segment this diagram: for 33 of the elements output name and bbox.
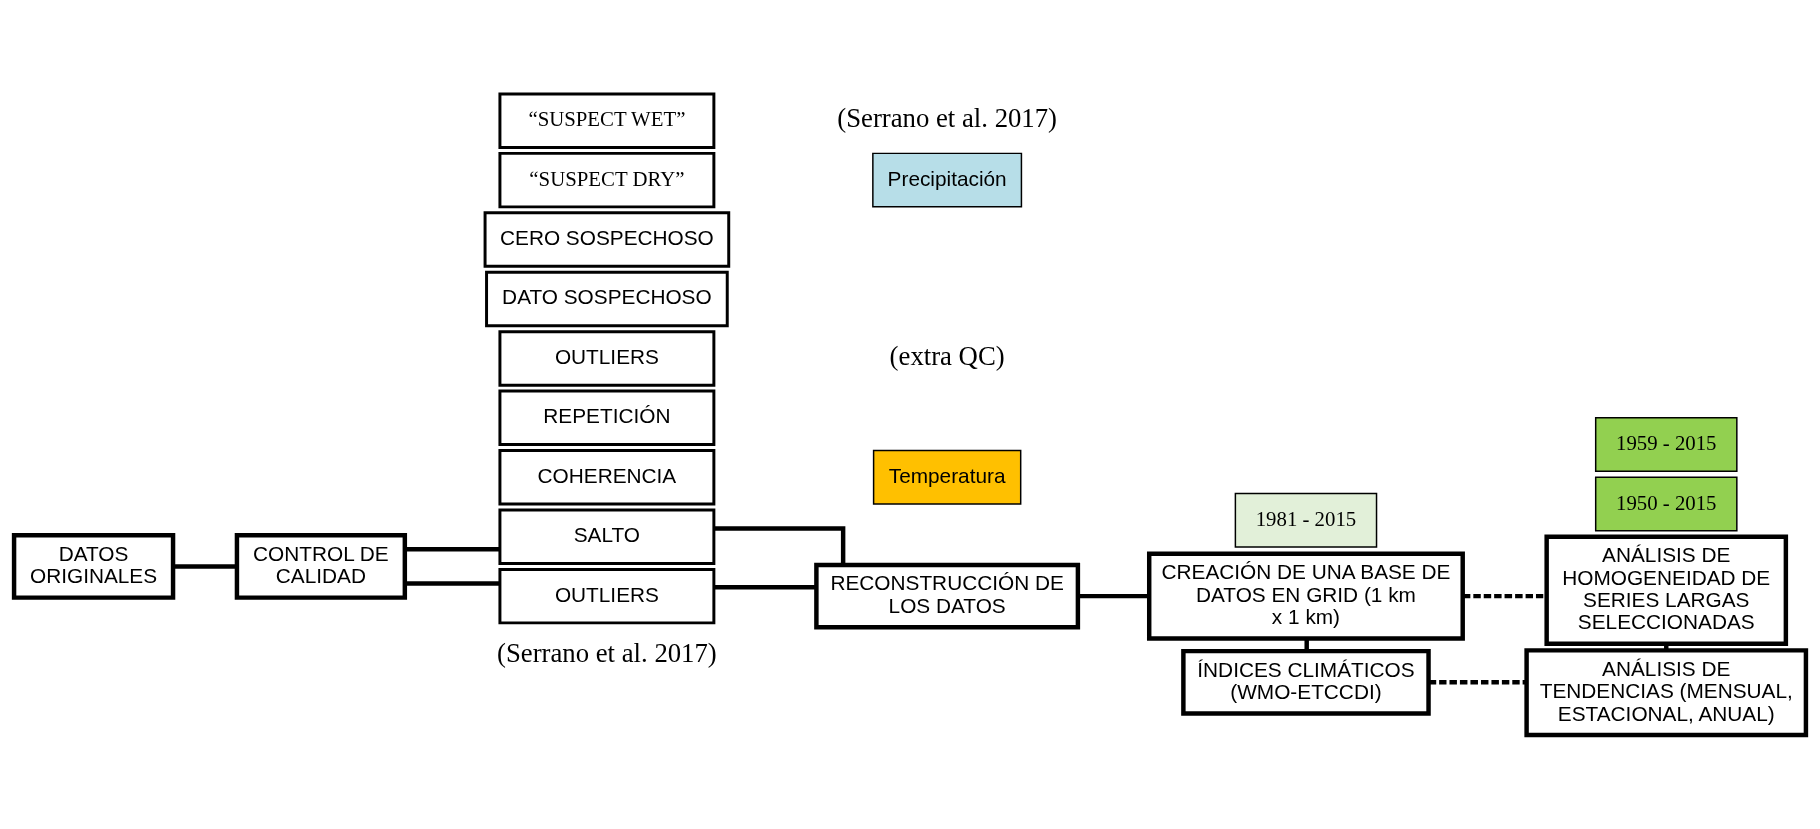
node-box: DATOS ORIGINALES [11, 533, 176, 600]
node-box: ANÁLISIS DE TENDENCIAS (MENSUAL, ESTACIONAL, ANUAL) [1524, 648, 1809, 738]
connector [405, 547, 500, 552]
node-box: 1950 - 2015 [1594, 476, 1738, 532]
node-box: OUTLIERS [498, 567, 716, 625]
node-box: COHERENCIA [498, 449, 716, 506]
connector [713, 526, 846, 565]
label: (Serrano et al. 2017) [837, 103, 1058, 134]
connector [173, 564, 237, 569]
label: (extra QC) [889, 340, 1005, 371]
node-box: RECONSTRUCCIÓN DE LOS DATOS [814, 562, 1081, 630]
connector [714, 585, 816, 590]
node-box: Temperatura [872, 449, 1022, 505]
node-box: ANÁLISIS DE HOMOGENEIDAD DE SERIES LARGAS SELECCIONADAS [1544, 534, 1789, 646]
node-box: “SUSPECT WET” [498, 92, 716, 149]
connector [1462, 593, 1547, 599]
node-box: OUTLIERS [498, 330, 716, 387]
node-box: CREACIÓN DE UNA BASE DE DATOS EN GRID (1 km x 1 km) [1147, 551, 1465, 641]
node-box: CERO SOSPECHOSO [483, 211, 731, 268]
connector [405, 581, 500, 586]
connector [1428, 680, 1527, 685]
node-box: “SUSPECT DRY” [498, 151, 716, 209]
label: (Serrano et al. 2017) [497, 638, 717, 669]
node-box: DATO SOSPECHOSO [485, 270, 729, 328]
node-box: 1959 - 2015 [1594, 417, 1738, 473]
connector [1078, 593, 1150, 599]
node-box: REPETICIÓN [498, 389, 716, 447]
node-box: ÍNDICES CLIMÁTICOS (WMO-ETCCDI) [1181, 648, 1431, 716]
connector [1304, 638, 1309, 651]
node-box: 1981 - 2015 [1234, 492, 1378, 548]
node-box: Precipitación [872, 152, 1023, 208]
node-box: SALTO [498, 508, 716, 565]
node-box: CONTROL DE CALIDAD [234, 533, 408, 600]
